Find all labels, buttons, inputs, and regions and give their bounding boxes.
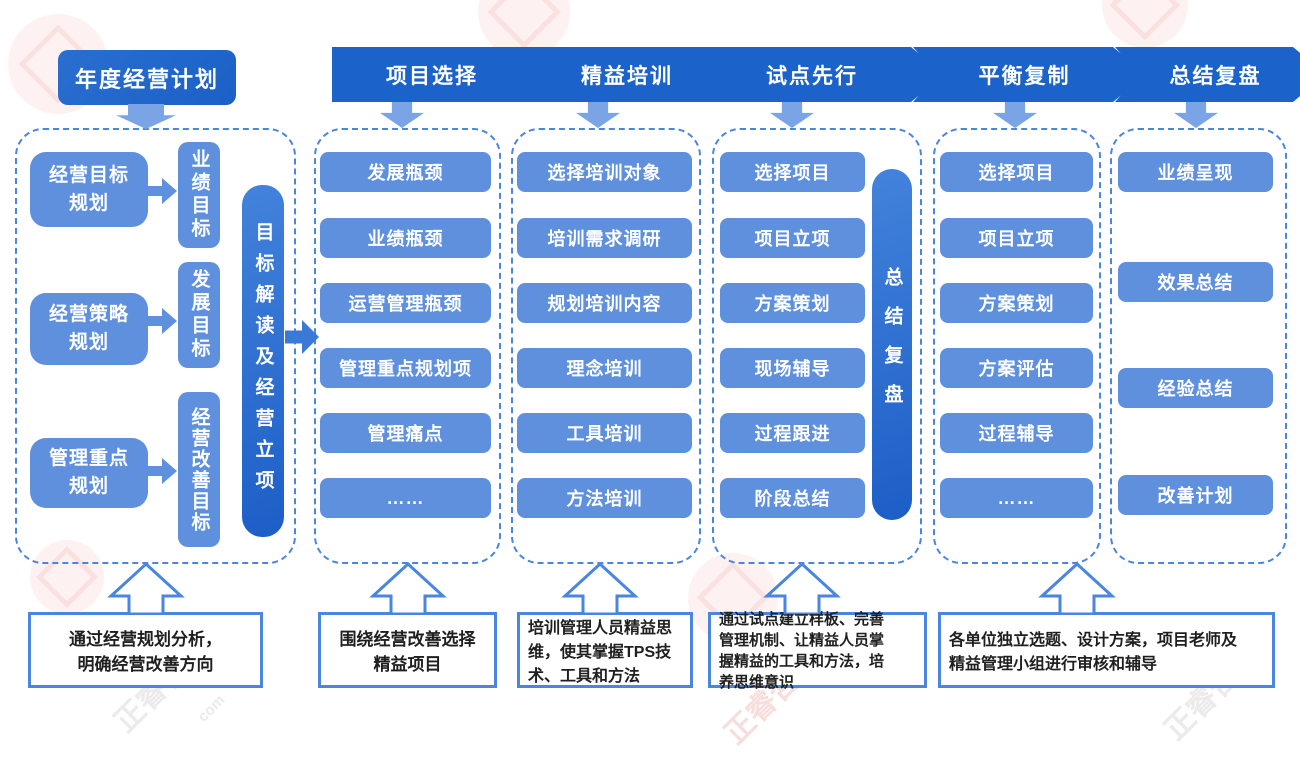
flow-item: 改善计划 (1118, 475, 1273, 515)
flow-item: 经验总结 (1118, 368, 1273, 408)
flow-item: 业绩瓶颈 (320, 218, 491, 258)
down-arrow-icon (1174, 102, 1218, 128)
flow-item: 方案评估 (940, 348, 1093, 388)
balanced-replication-group (933, 128, 1101, 564)
note-project-selection: 围绕经营改善选择 精益项目 (318, 612, 497, 688)
phase-banner-summary-review: 总结复盘 (1115, 47, 1300, 102)
flow-item: 现场辅导 (720, 348, 865, 388)
up-arrow-icon (1032, 561, 1122, 616)
flow-item: 选择项目 (940, 152, 1093, 192)
down-arrow-icon (770, 102, 814, 128)
annual-plan-title: 年度经营计划 (58, 50, 236, 105)
up-arrow-icon (101, 561, 191, 616)
note-pilot-first: 通过试点建立样板、完善 管理机制、让精益人员掌 握精益的工具和方法，培 养思维意… (708, 611, 927, 691)
flow-item: 理念培训 (517, 348, 692, 388)
up-arrow-icon (555, 561, 645, 616)
flow-item: 过程跟进 (720, 413, 865, 453)
flow-item: 过程辅导 (940, 413, 1093, 453)
watermark-diamond (487, 0, 561, 49)
flow-item: 管理重点规划项 (320, 348, 491, 388)
flow-item: 项目立项 (940, 218, 1093, 258)
flow-item: 规划培训内容 (517, 283, 692, 323)
plan-source-block: 经营目标规划 (30, 152, 148, 227)
down-arrow-icon (576, 102, 620, 128)
flow-item: 选择项目 (720, 152, 865, 192)
down-arrow-icon (993, 102, 1037, 128)
flow-item: 管理痛点 (320, 413, 491, 453)
plan-source-block: 经营策略规划 (30, 293, 148, 365)
flow-item: 项目立项 (720, 218, 865, 258)
down-arrow-icon (380, 102, 424, 128)
plan-target-tag: 业绩目标 (178, 142, 220, 248)
up-arrow-icon (363, 561, 453, 616)
watermark-suffix-text: com (194, 691, 229, 726)
flow-item: 方案策划 (720, 283, 865, 323)
flow-item: 方法培训 (517, 478, 692, 518)
watermark-circle (1102, 0, 1188, 48)
flow-item: 选择培训对象 (517, 152, 692, 192)
down-arrow-icon (116, 104, 176, 129)
goal-breakdown-bar: 目标解读及经营立项 (242, 185, 284, 537)
watermark-diamond (1109, 0, 1181, 41)
lean-training-group (511, 128, 701, 564)
flow-item: …… (940, 478, 1093, 518)
phase-banner-balanced-replication: 平衡复制 (913, 47, 1146, 102)
note-replication-review: 各单位独立选题、设计方案，项目老师及 精益管理小组进行审核和辅导 (938, 612, 1275, 688)
plan-source-block: 管理重点规划 (30, 438, 148, 508)
note-lean-training: 培训管理人员精益思 维，使其掌握TPS技 术、工具和方法 (517, 612, 693, 688)
flow-item: 阶段总结 (720, 478, 865, 518)
flow-item: 培训需求调研 (517, 218, 692, 258)
up-arrow-icon (757, 561, 847, 616)
flow-item: …… (320, 478, 491, 518)
plan-target-tag: 经营改善目标 (178, 392, 220, 547)
flow-item: 发展瓶颈 (320, 152, 491, 192)
note-annual-plan: 通过经营规划分析， 明确经营改善方向 (28, 612, 263, 688)
phase-banner-pilot-first: 试点先行 (690, 47, 944, 102)
flow-item: 运营管理瓶颈 (320, 283, 491, 323)
flow-item: 效果总结 (1118, 262, 1273, 302)
pilot-first-group (712, 128, 922, 564)
flow-item: 方案策划 (940, 283, 1093, 323)
summary-review-group (1110, 128, 1287, 564)
flow-item: 业绩呈现 (1118, 152, 1273, 192)
flow-item: 工具培训 (517, 413, 692, 453)
plan-target-tag: 发展目标 (178, 262, 220, 368)
annual-plan-group (15, 128, 296, 564)
summary-review-bar: 总结复盘 (872, 169, 912, 520)
